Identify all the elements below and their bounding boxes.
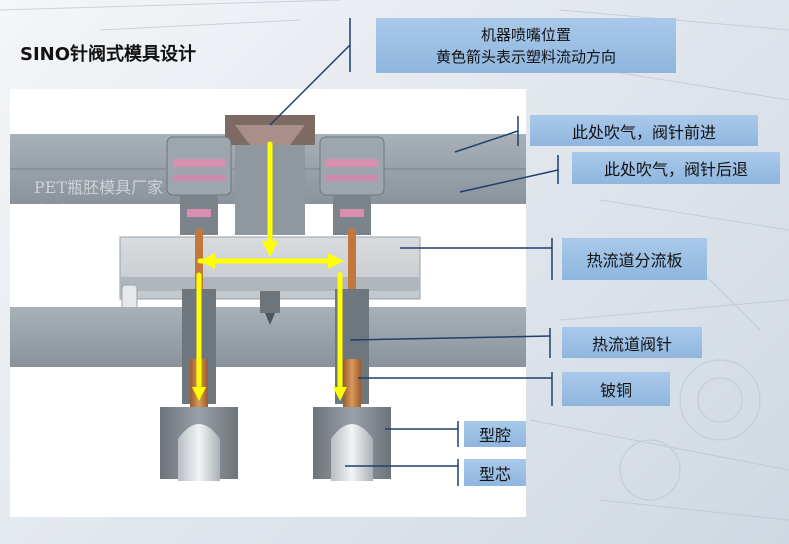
callout-flow-direction-text: 黄色箭头表示塑料流动方向 <box>435 47 616 66</box>
callout-manifold: 热流道分流板 <box>562 238 707 280</box>
flow-arrows <box>196 141 343 392</box>
callout-beryllium-copper: 铍铜 <box>562 372 670 406</box>
callout-valve-pin: 热流道阀针 <box>562 327 702 358</box>
callout-nozzle-position: 机器喷嘴位置 黄色箭头表示塑料流动方向 <box>376 18 676 73</box>
watermark-line-1: PET瓶胚模具厂家 <box>34 178 164 197</box>
callout-core: 型芯 <box>464 459 526 486</box>
watermark-line-2: 电话18767410860 <box>34 202 178 221</box>
callout-nozzle-position-text: 机器喷嘴位置 <box>480 25 571 44</box>
page-title: SINO针阀式模具设计 <box>20 44 197 65</box>
mold-cross-section <box>10 115 526 517</box>
callout-blow-forward: 此处吹气，阀针前进 <box>530 115 758 146</box>
left-valve-assembly <box>160 136 238 481</box>
callout-blow-backward: 此处吹气，阀针后退 <box>572 152 780 184</box>
callout-cavity: 型腔 <box>464 421 526 447</box>
